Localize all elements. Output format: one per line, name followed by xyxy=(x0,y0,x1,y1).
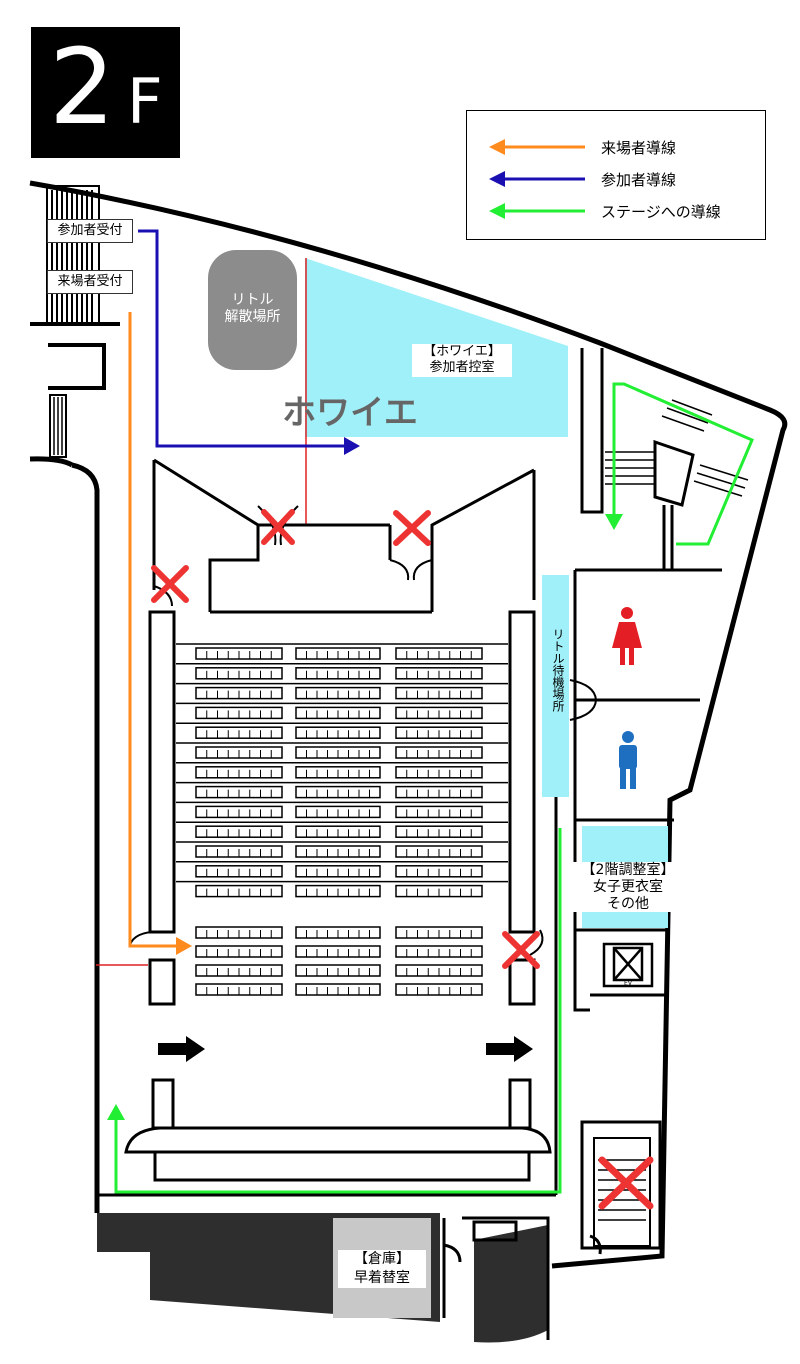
floor-suffix: F xyxy=(127,65,163,138)
male-restroom-icon xyxy=(619,731,637,789)
female-restroom-icon xyxy=(612,607,642,665)
little-dismissal-label: リトル 解散場所 xyxy=(208,292,297,326)
backstage-dark-room-right xyxy=(474,1225,548,1343)
side-wall-fixture xyxy=(48,343,106,458)
green-arrow-icon xyxy=(489,203,585,219)
floor-number: 2 xyxy=(49,26,116,148)
closed-x-icon xyxy=(151,565,189,603)
little-waiting-label: リトル待機場所 xyxy=(551,628,565,712)
visitor-route xyxy=(128,312,176,948)
foyer-room-label-line1: 【ホワイエ】 xyxy=(423,344,501,359)
bottom-walls xyxy=(442,1216,550,1340)
foyer-label: ホワイエ xyxy=(282,393,418,433)
little-waiting-area xyxy=(542,575,569,797)
seating-area xyxy=(176,643,508,996)
legend-label-visitor: 来場者導線 xyxy=(601,139,677,157)
little-dismissal-label-line1: リトル xyxy=(231,292,274,308)
visitor-route-arrowhead xyxy=(176,937,192,955)
stage-route-arrowhead-left xyxy=(107,1104,125,1120)
legend-item-participant: 参加者導線 xyxy=(467,167,765,191)
legend-item-visitor: 来場者導線 xyxy=(467,135,765,159)
closed-x-icon xyxy=(393,510,431,546)
restroom-block xyxy=(573,568,722,1012)
entrance-stairs xyxy=(30,185,120,326)
visitor-reception-label: 来場者受付 xyxy=(47,270,133,294)
little-dismissal-label-line2: 解散場所 xyxy=(224,308,281,325)
floor-badge: 2 F xyxy=(31,27,180,158)
stage-route-arrowhead-right xyxy=(605,514,623,530)
adjust-room-label-line1: 【2階調整室】 xyxy=(581,862,675,878)
adjust-room-label-line2: 女子更衣室 xyxy=(593,878,663,895)
foyer-room-label: 【ホワイエ】 参加者控室 xyxy=(412,344,512,377)
orange-arrow-icon xyxy=(489,139,585,155)
storage-label-line2: 早着替室 xyxy=(354,1269,410,1286)
route-legend: 来場者導線 参加者導線 ステージへの導線 xyxy=(466,110,766,240)
participant-route xyxy=(138,229,344,448)
lower-right-stairwell xyxy=(580,1120,662,1255)
legend-label-stage: ステージへの導線 xyxy=(601,203,721,221)
stage-route xyxy=(114,382,754,1194)
closed-x-icon xyxy=(261,509,295,545)
right-stairwell xyxy=(580,348,749,570)
blue-arrow-icon xyxy=(489,171,585,187)
elevator-label: EV xyxy=(624,980,633,987)
adjust-room-label-line3: その他 xyxy=(607,895,649,912)
direction-arrow-icon xyxy=(158,1036,205,1062)
elevator-icon xyxy=(590,942,668,997)
building-walls xyxy=(29,180,788,1269)
foyer-room-label-line2: 参加者控室 xyxy=(429,360,495,376)
legend-item-stage: ステージへの導線 xyxy=(467,199,765,223)
little-dismissal-area xyxy=(208,250,297,370)
participant-reception-label: 参加者受付 xyxy=(47,219,133,243)
adjust-room-label: 【2階調整室】 女子更衣室 その他 xyxy=(570,862,686,913)
closed-x-icon xyxy=(598,1156,654,1210)
participant-route-arrowhead xyxy=(344,437,360,455)
closed-x-icon xyxy=(502,931,540,969)
direction-arrow-icon xyxy=(486,1036,533,1062)
storage-label: 【倉庫】 早着替室 xyxy=(338,1250,426,1288)
legend-label-participant: 参加者導線 xyxy=(601,171,677,189)
storage-label-line1: 【倉庫】 xyxy=(354,1251,410,1267)
